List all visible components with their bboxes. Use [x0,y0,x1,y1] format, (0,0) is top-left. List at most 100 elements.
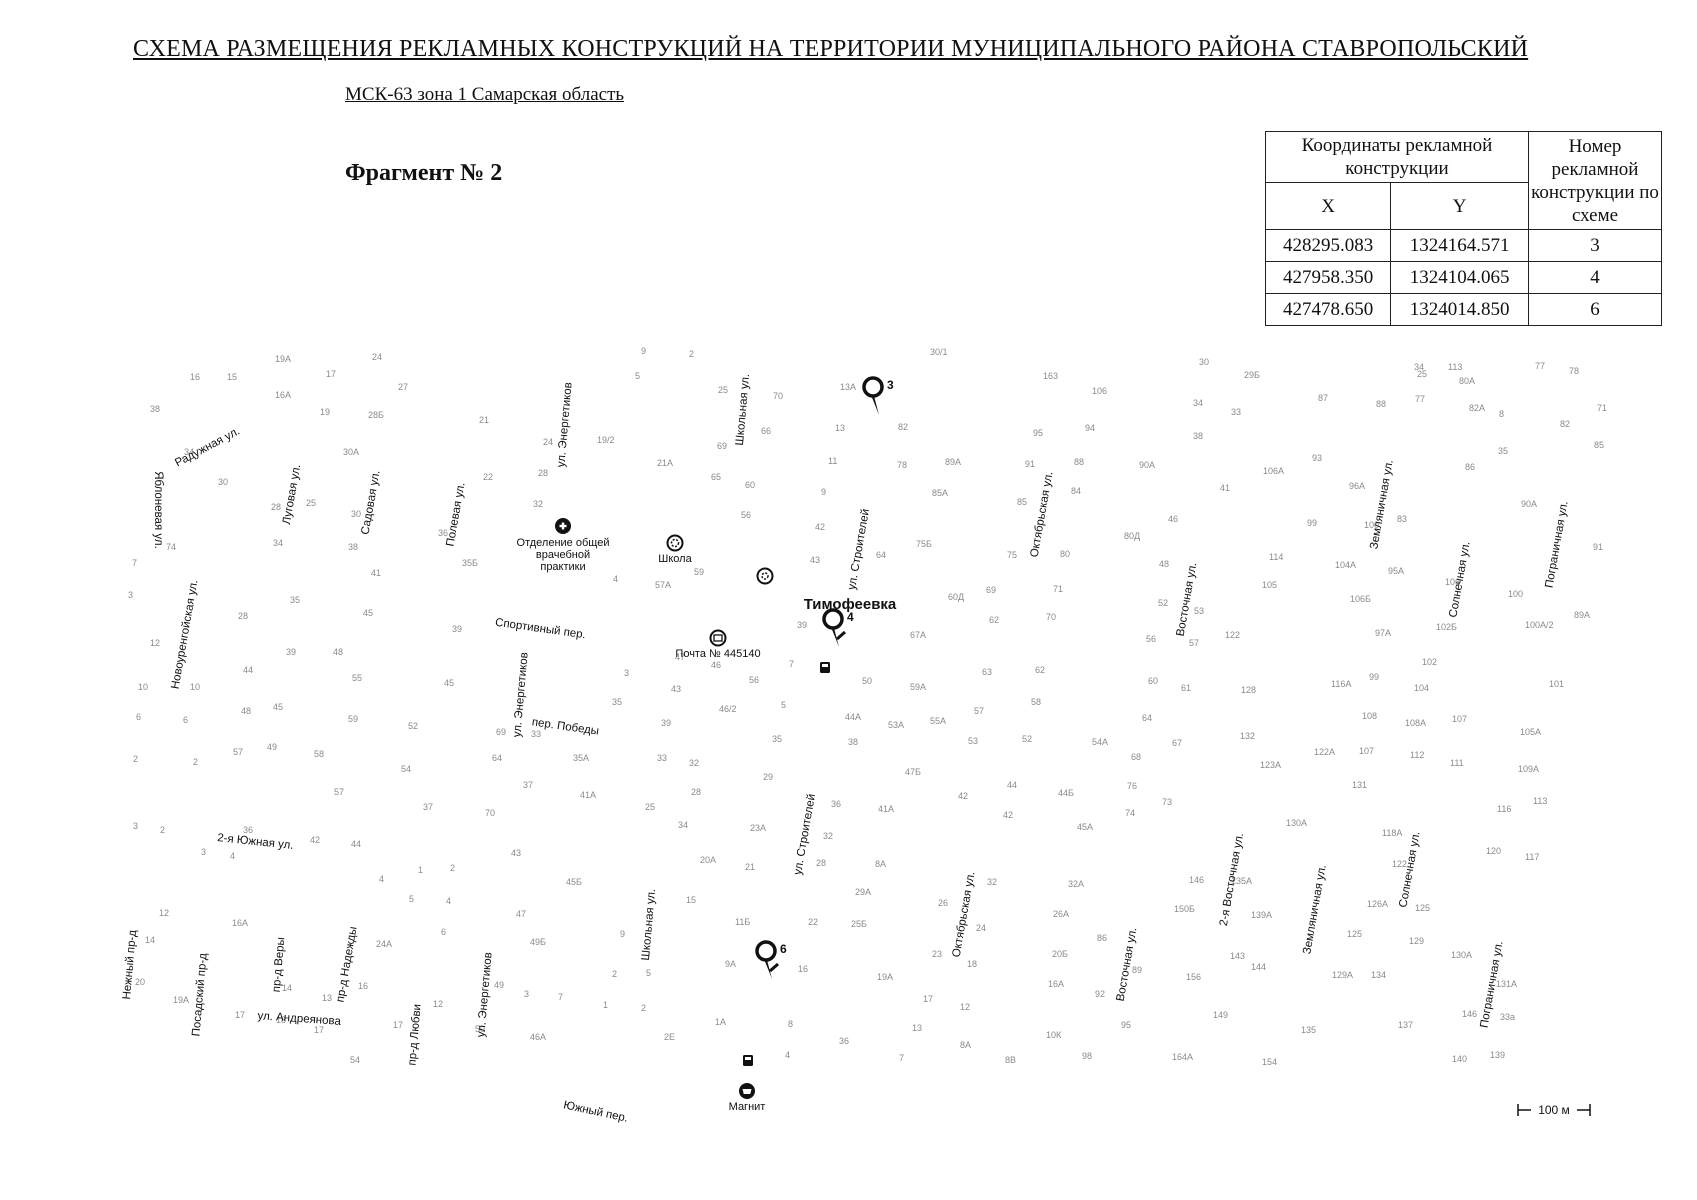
house-number: 70 [773,391,783,401]
house-number: 42 [815,522,825,532]
house-number: 1А [715,1017,726,1027]
house-number: 24А [376,939,392,949]
house-number: 39 [286,647,296,657]
col-y-header: Y [1390,182,1529,230]
house-number: 36 [831,799,841,809]
house-number: 95 [1121,1020,1131,1030]
house-number: 59А [910,682,926,692]
house-number: 10 [138,682,148,692]
house-number: 47 [516,909,526,919]
house-number: 19А [275,354,291,364]
house-number: 38 [848,737,858,747]
house-number: 39 [661,718,671,728]
house-number: 91 [1593,542,1603,552]
house-number: 70 [485,808,495,818]
house-number: 32 [987,877,997,887]
house-number: 90А [1139,460,1155,470]
house-number: 3 [624,668,629,678]
house-number: 35 [612,697,622,707]
house-number: 106Б [1350,594,1371,604]
house-number: 32 [533,499,543,509]
shop-icon [739,1083,755,1099]
house-number: 20Б [1052,949,1068,959]
house-number: 67 [1172,738,1182,748]
house-number: 59 [348,714,358,724]
house-number: 62 [989,615,999,625]
house-number: 29 [763,772,773,782]
poi-label: Магнит [729,1101,766,1113]
house-number: 137 [1398,1020,1413,1030]
house-number: 85А [932,488,948,498]
house-number: 10 [190,682,200,692]
street-label: пер. Победы [531,716,600,737]
house-number: 28 [816,858,826,868]
ad-construction-pin-6[interactable]: 6 [755,940,787,979]
house-number: 6 [136,712,141,722]
house-number: 19А [173,995,189,1005]
house-number: 2 [193,757,198,767]
house-number: 143 [1230,951,1245,961]
house-number: 32 [823,831,833,841]
street-label: Солнечная ул. [1397,830,1422,908]
house-number: 35 [772,734,782,744]
house-number: 78 [1569,366,1579,376]
house-number: 13 [322,993,332,1003]
house-number: 8А [960,1040,971,1050]
street-label: Южный пер. [562,1099,629,1124]
house-number: 113 [1533,796,1547,806]
street-label: ул. Энергетиков [555,382,574,468]
house-number: 43 [671,684,681,694]
house-number: 139А [1251,910,1272,920]
house-number: 19 [320,407,330,417]
house-number: 116А [1331,679,1351,689]
house-number: 60Д [948,592,964,602]
pin-number: 4 [847,610,854,624]
house-number: 87 [1318,393,1328,403]
cell-number: 4 [1528,261,1662,294]
house-number: 6 [441,927,446,937]
house-number: 14 [282,983,292,993]
street-label: Восточная ул. [1175,562,1200,638]
house-number: 37 [523,780,533,790]
house-number: 28 [691,787,701,797]
house-number: 46/2 [719,704,737,714]
house-number: 25 [1417,369,1427,379]
house-number: 82 [898,422,908,432]
house-number: 10К [1046,1030,1062,1040]
house-number: 41А [580,790,596,800]
house-number: 69 [496,727,506,737]
col-x-header: X [1264,182,1392,230]
house-number: 64 [876,550,886,560]
cell-number: 6 [1528,293,1662,326]
house-number: 88 [1074,457,1084,467]
house-number: 60 [1148,676,1158,686]
house-number: 1 [603,1000,608,1010]
house-number: 89 [1132,965,1142,975]
village-name: Тимофеевка [804,596,897,613]
pin-number: 6 [780,942,787,956]
ad-construction-pin-3[interactable]: 3 [862,376,894,415]
coordinate-system-subtitle: МСК-63 зона 1 Самарская область [345,84,625,105]
house-number: 36 [243,825,253,835]
street-label: пр-д Любви [406,1004,423,1066]
house-number: 146 [1462,1009,1477,1019]
house-number: 113 [1448,362,1462,372]
house-number: 25Б [851,919,867,929]
ad-construction-pin-4[interactable]: 4 [822,608,854,647]
house-number: 46А [530,1032,546,1042]
house-number: 2 [612,969,617,979]
house-number: 21 [745,862,755,872]
house-number: 57А [655,580,671,590]
house-number: 44Б [1058,788,1074,798]
house-number: 99 [1369,672,1379,682]
street-label: Спортивный пер. [494,617,586,642]
house-number: 42 [310,835,320,845]
house-number: 45Б [566,877,582,887]
house-number: 82А [1469,403,1485,413]
house-number: 57 [974,706,984,716]
house-number: 125 [1415,903,1430,913]
house-number: 8В [1005,1055,1016,1065]
house-number: 34 [273,538,283,548]
house-number: 44 [1007,780,1017,790]
